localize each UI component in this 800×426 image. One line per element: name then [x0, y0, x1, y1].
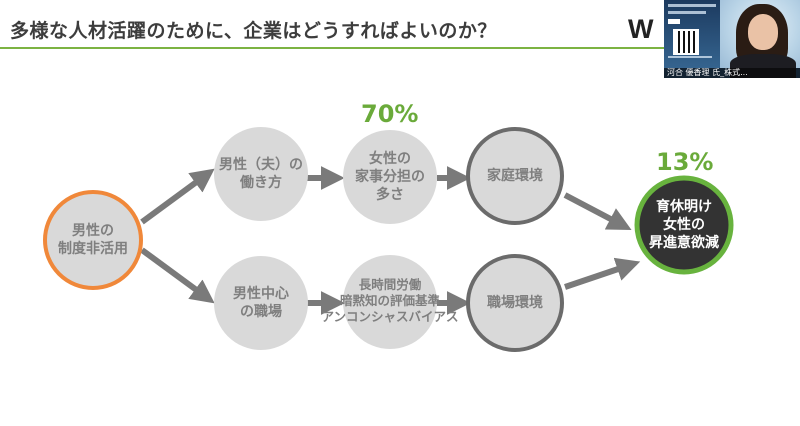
percent-wife-housework: 70%: [361, 100, 419, 128]
thumbnail-text-line: [668, 4, 716, 7]
arrow-root-to-male-workplace: [140, 247, 215, 304]
arrow-root-to-husband-work: [140, 168, 215, 225]
node-wife-housework-circle: [343, 130, 437, 224]
thumbnail-badge: [668, 19, 680, 24]
node-bias-label: 長時間労働 暗黙知の評価基準 アンコンシャスバイアス: [321, 276, 459, 325]
participant-face: [748, 14, 778, 50]
participant-name-label: 河合 優香理 氏_株式...: [664, 68, 800, 78]
node-home-env-circle: [466, 127, 564, 225]
node-root-label: 男性の 制度非活用: [58, 222, 128, 257]
slide-title: 多様な人材活躍のために、企業はどうすればよいのか？: [10, 20, 497, 42]
webcam-tile[interactable]: 河合 優香理 氏_株式...: [664, 0, 800, 78]
node-male-workplace-circle: [214, 256, 308, 350]
node-male-workplace-label: 男性中心 の職場: [233, 285, 289, 320]
node-husband-work-circle: [214, 127, 308, 221]
thumbnail-text-line: [668, 11, 706, 14]
node-root-circle: [43, 190, 143, 290]
node-bias-circle: [343, 255, 437, 349]
arrow-home-to-outcome: [563, 192, 632, 231]
node-work-env-label: 職場環境: [487, 294, 543, 311]
arrow-work-env-to-outcome: [564, 257, 641, 290]
node-home-env-label: 家庭環境: [487, 167, 543, 184]
thumbnail-text-line: [668, 56, 712, 58]
title-underline: [0, 47, 665, 49]
percent-outcome: 13%: [656, 148, 714, 176]
node-wife-housework-label: 女性の 家事分担の 多さ: [355, 150, 425, 204]
node-outcome-circle: [634, 175, 734, 275]
node-work-env-circle: [466, 254, 564, 352]
node-husband-work-label: 男性（夫）の 働き方: [219, 156, 303, 191]
qr-code-icon: [673, 29, 699, 55]
logo-fragment: W: [628, 14, 654, 44]
shared-screen-thumbnail: [664, 0, 722, 68]
node-outcome-label: 育休明け 女性の 昇進意欲減: [649, 198, 719, 252]
